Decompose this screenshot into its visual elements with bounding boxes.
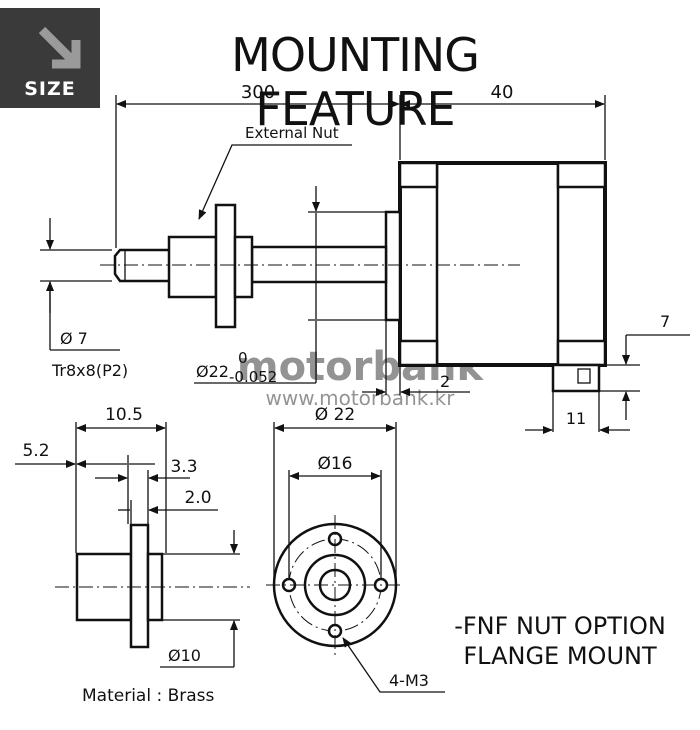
dim-pcd: Ø16 bbox=[317, 454, 352, 474]
external-nut-flange bbox=[214, 203, 237, 329]
tol-lower: -0.052 bbox=[229, 368, 277, 386]
motor-body bbox=[398, 161, 607, 367]
nut-side-view: 10.5 5.2 3.3 2.0 Ø10 Material : Brass bbox=[15, 405, 250, 706]
dim-body-dia: Ø10 bbox=[168, 646, 201, 665]
tol-upper: 0 bbox=[238, 349, 248, 367]
page-title: MOUNTING FEATURE bbox=[231, 28, 480, 136]
dim-connector-height: 7 bbox=[660, 312, 670, 331]
dim-flange-thickness: 2.0 bbox=[184, 488, 211, 508]
label-external-nut: External Nut bbox=[245, 124, 339, 142]
nut-side-flange bbox=[129, 523, 150, 649]
option-label-line1: -FNF NUT OPTION bbox=[454, 612, 666, 640]
nut-front-view: Ø 22 Ø16 4-M3 bbox=[266, 405, 445, 693]
arrow-down-right-icon bbox=[38, 26, 81, 69]
dim-left-offset: 5.2 bbox=[22, 441, 49, 461]
holes-label: 4-M3 bbox=[389, 671, 429, 690]
motor-view: 300 40 External Nut Ø 7 Tr8x8(P2) Ø22 0 … bbox=[40, 82, 690, 434]
option-label-line2: FLANGE MOUNT bbox=[463, 642, 657, 670]
connector bbox=[551, 363, 601, 393]
dim-total-length: 10.5 bbox=[105, 405, 143, 425]
material-label: Material : Brass bbox=[82, 686, 215, 706]
dim-shaft-dia: Ø 7 bbox=[60, 329, 88, 348]
dim-flange-pos: 3.3 bbox=[170, 457, 197, 477]
watermark-url: www.motorbank.kr bbox=[266, 386, 456, 410]
thread-spec: Tr8x8(P2) bbox=[51, 361, 128, 380]
badge-label: SIZE bbox=[24, 78, 76, 100]
dim-body: 40 bbox=[491, 82, 514, 103]
dim-connector-width: 11 bbox=[566, 409, 586, 428]
dim-flange-dia: Ø 22 bbox=[315, 405, 355, 425]
motor-boss bbox=[384, 210, 402, 322]
dim-length: 300 bbox=[241, 82, 275, 103]
dim-boss-depth: 2 bbox=[440, 372, 450, 391]
external-nut-body bbox=[167, 235, 218, 299]
size-badge: SIZE bbox=[0, 8, 100, 108]
dim-boss-dia: Ø22 bbox=[196, 362, 229, 381]
